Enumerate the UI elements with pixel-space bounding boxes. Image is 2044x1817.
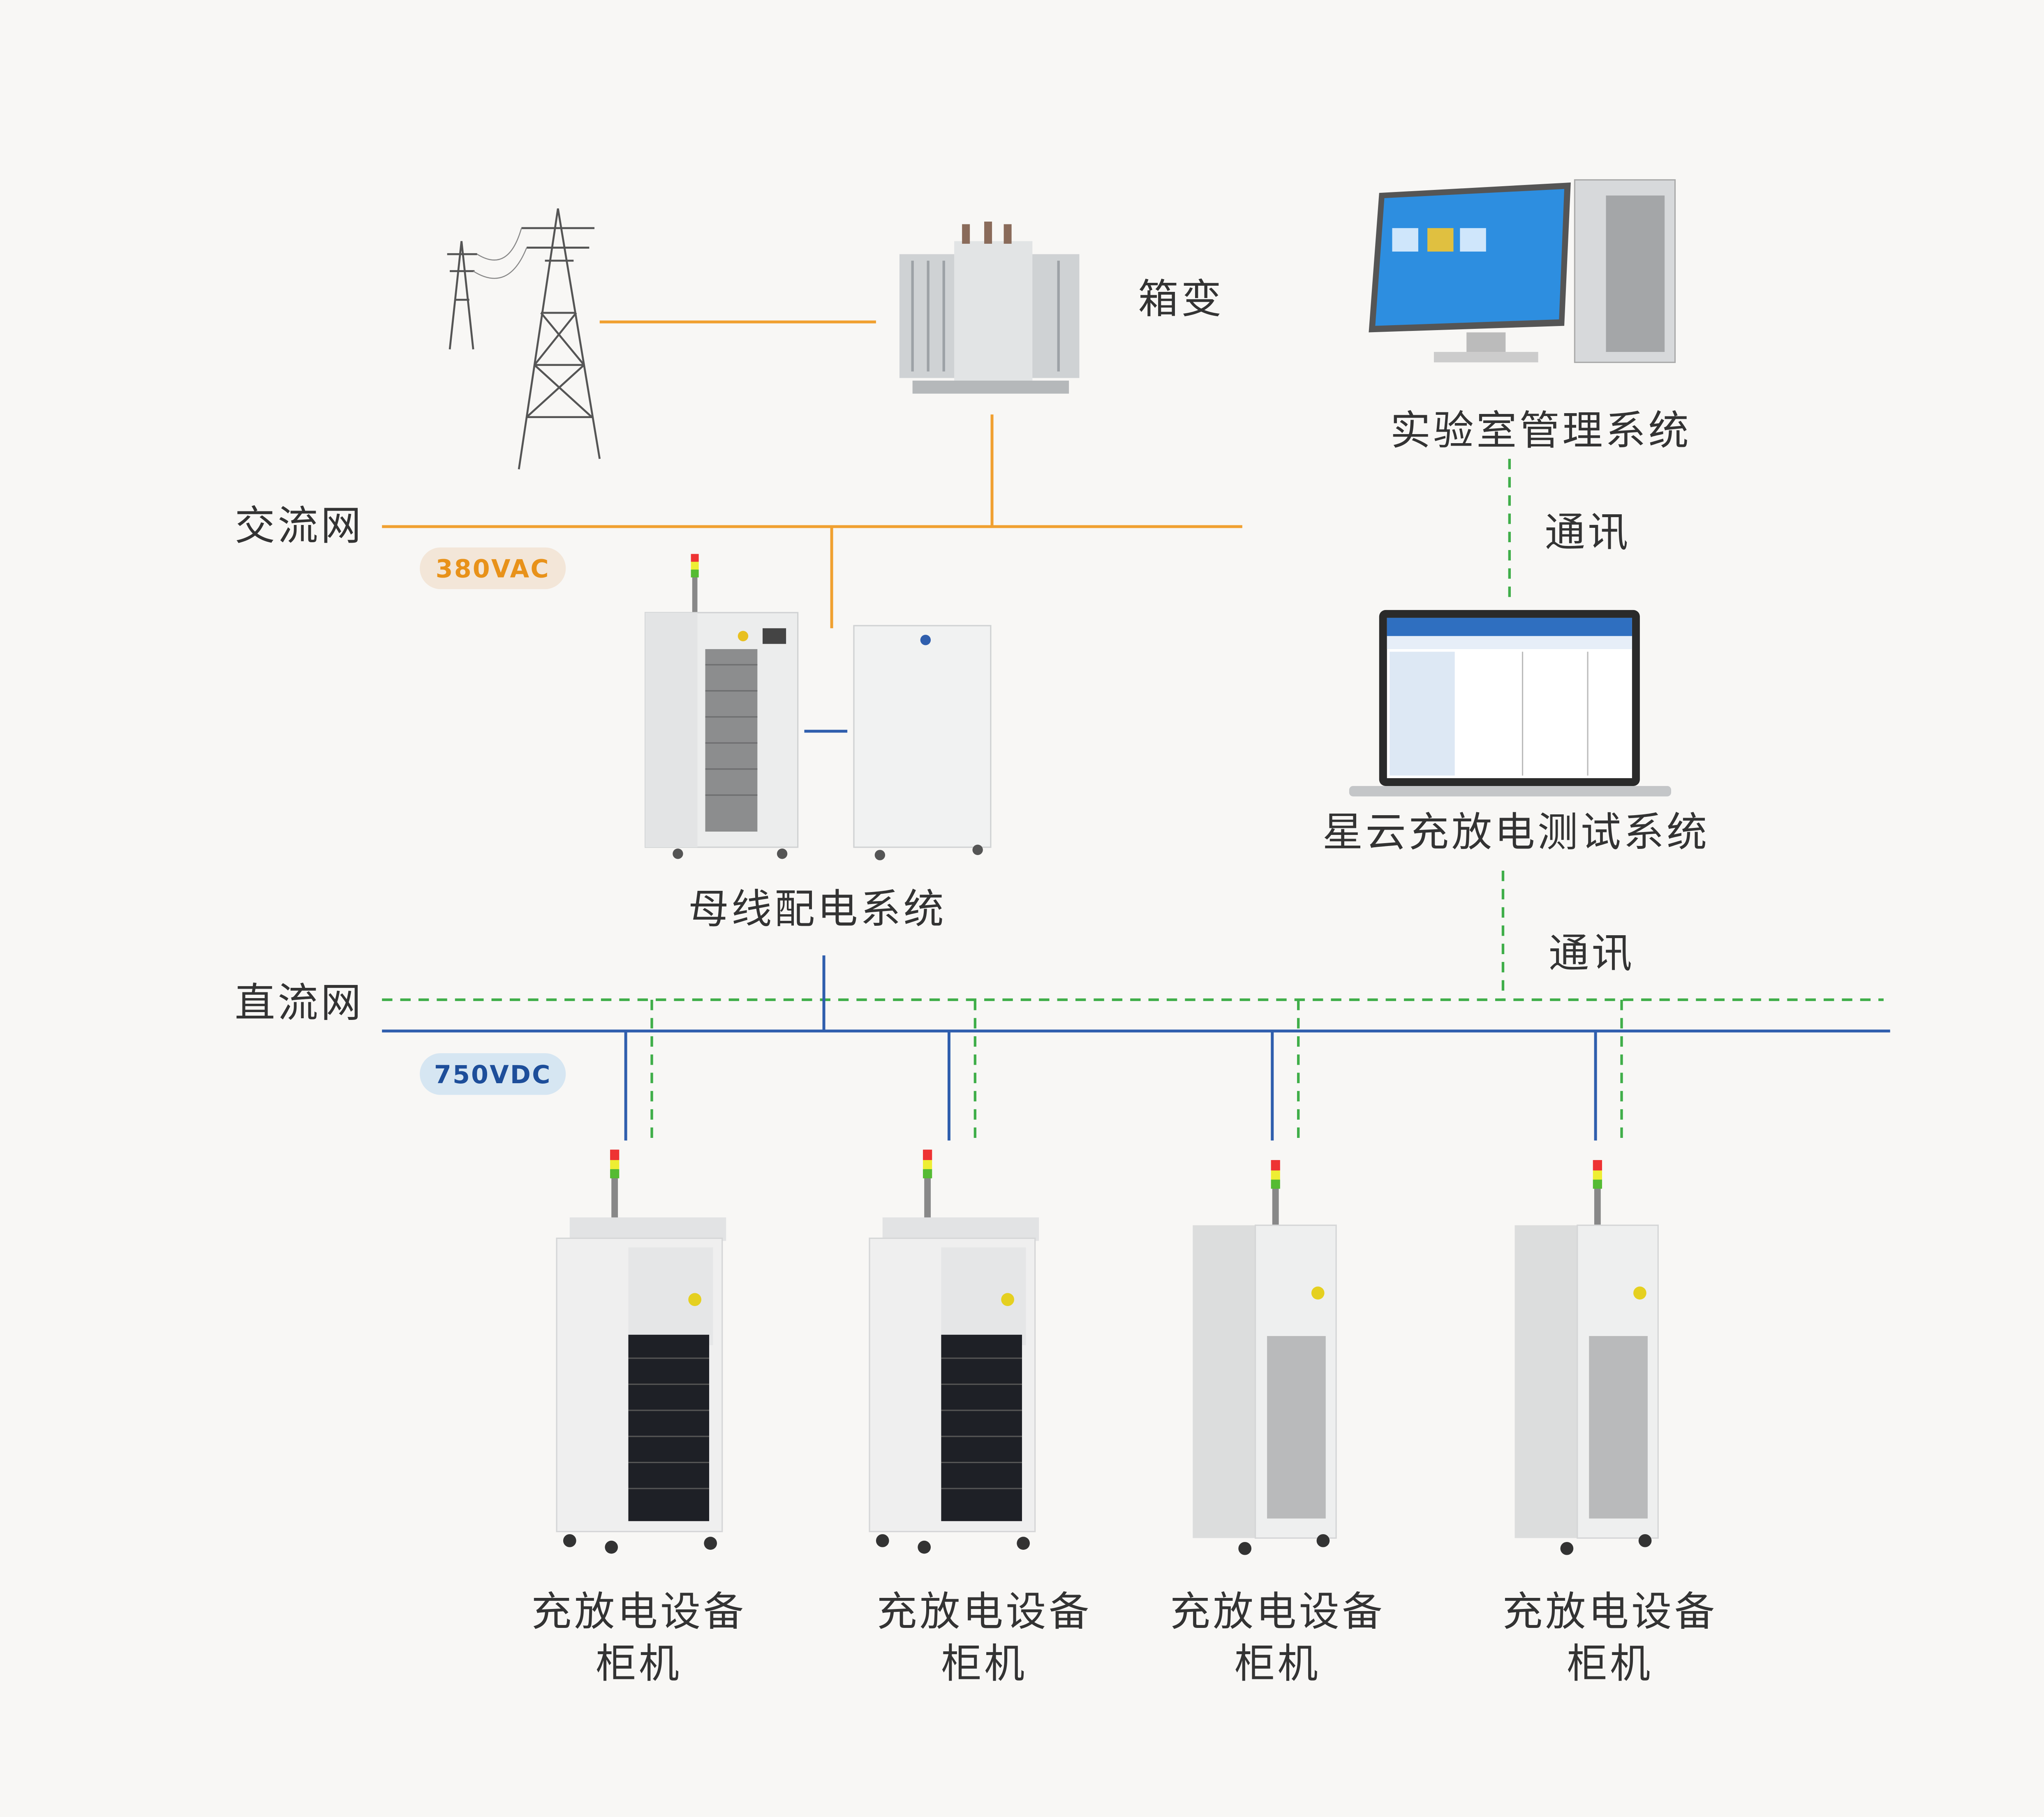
dc-voltage-badge: 750VDC: [420, 1053, 566, 1095]
dc-voltage-text: 750VDC: [434, 1061, 552, 1089]
cabinet-label-line2: 柜机: [596, 1641, 682, 1688]
ac-voltage-text: 380VAC: [436, 555, 550, 584]
charge-cabinet-icon-3: [1193, 1160, 1337, 1555]
ac-grid-label: 交流网: [235, 503, 364, 550]
cabinet-label-line1: 充放电设备: [1170, 1588, 1385, 1635]
cabinet-label-line2: 柜机: [1567, 1641, 1653, 1688]
lab-management-label: 实验室管理系统: [1390, 407, 1691, 454]
ac-voltage-badge: 380VAC: [420, 547, 566, 589]
cabinet-label-line1: 充放电设备: [531, 1588, 746, 1635]
box-transformer-label: 箱变: [1138, 276, 1224, 323]
busbar-cabinet-icon: [645, 554, 992, 860]
cabinet-label-line1: 充放电设备: [876, 1588, 1091, 1635]
charge-cabinet-icon-4: [1515, 1160, 1659, 1555]
cabinet-label-4: 充放电设备 柜机: [1502, 1588, 1717, 1688]
charge-cabinet-icon-1: [556, 1149, 726, 1554]
cabinet-label-2: 充放电设备 柜机: [876, 1588, 1091, 1688]
transformer-icon: [899, 222, 1080, 394]
cabinet-label-3: 充放电设备 柜机: [1170, 1588, 1385, 1688]
comm-lines: [382, 459, 1884, 1141]
cabinet-label-line2: 柜机: [1235, 1641, 1320, 1688]
power-tower-icon: [447, 208, 601, 469]
charge-cabinet-icon-2: [869, 1149, 1039, 1554]
comm-label-2: 通讯: [1549, 930, 1635, 977]
ac-lines: [382, 320, 1242, 629]
comm-label-1: 通讯: [1545, 509, 1630, 556]
cabinet-label-line1: 充放电设备: [1502, 1588, 1717, 1635]
desktop-computer-icon: [1369, 179, 1676, 363]
dc-lines: [382, 955, 1890, 1141]
cabinet-label-1: 充放电设备 柜机: [531, 1588, 746, 1688]
dc-grid-label: 直流网: [235, 980, 364, 1026]
cabinet-label-line2: 柜机: [941, 1641, 1027, 1688]
test-system-label: 星云充放电测试系统: [1323, 809, 1710, 856]
laptop-icon: [1349, 610, 1672, 797]
busbar-system-label: 母线配电系统: [688, 886, 946, 933]
